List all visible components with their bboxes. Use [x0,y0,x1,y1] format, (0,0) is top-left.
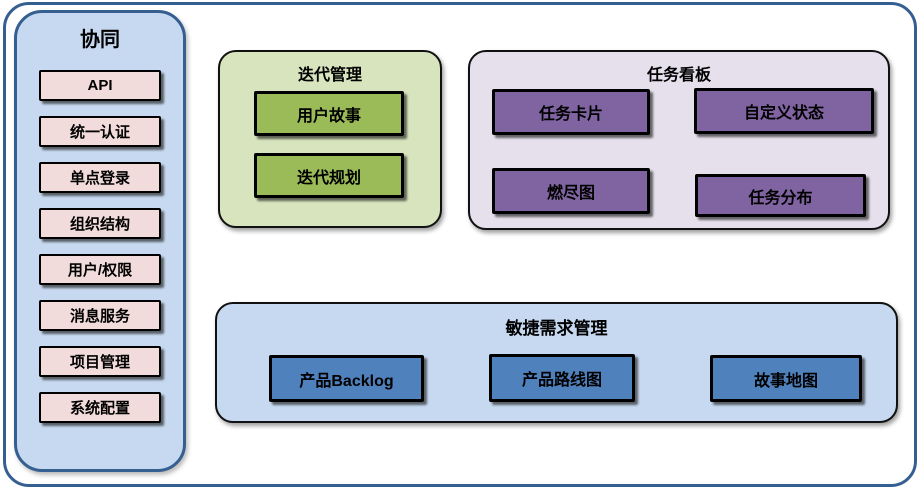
task-kanban-panel: 任务看板 任务卡片 自定义状态 燃尽图 任务分布 [468,50,890,230]
sidebar-item-list: API 统一认证 单点登录 组织结构 用户/权限 消息服务 项目管理 系统配置 [39,70,161,423]
node-product-backlog: 产品Backlog [269,355,424,402]
node-burndown-chart: 燃尽图 [492,168,650,214]
sidebar-item-system-config: 系统配置 [39,392,161,423]
agile-requirements-panel: 敏捷需求管理 产品Backlog 产品路线图 故事地图 [215,302,898,423]
node-custom-status: 自定义状态 [694,88,874,134]
kanban-panel-title: 任务看板 [646,67,711,84]
sidebar-item-sso: 单点登录 [39,162,161,193]
sidebar-collaboration-panel: 协同 API 统一认证 单点登录 组织结构 用户/权限 消息服务 项目管理 系统… [14,10,186,472]
node-product-roadmap: 产品路线图 [489,354,635,402]
sidebar-item-api: API [39,70,161,101]
node-iteration-planning: 迭代规划 [254,153,404,198]
sidebar-item-org-structure: 组织结构 [39,208,161,239]
node-story-map: 故事地图 [710,355,862,402]
node-task-card: 任务卡片 [492,89,650,135]
requirements-panel-title: 敏捷需求管理 [505,319,608,338]
node-task-distribution: 任务分布 [695,174,866,217]
sidebar-item-unified-auth: 统一认证 [39,116,161,147]
node-user-story: 用户故事 [254,91,404,136]
iteration-management-panel: 迭代管理 用户故事 迭代规划 [218,50,442,228]
sidebar-title: 协同 [80,29,120,51]
sidebar-item-project-management: 项目管理 [39,346,161,377]
iteration-panel-title: 迭代管理 [297,67,362,84]
sidebar-item-user-permissions: 用户/权限 [39,254,161,285]
sidebar-item-message-service: 消息服务 [39,300,161,331]
